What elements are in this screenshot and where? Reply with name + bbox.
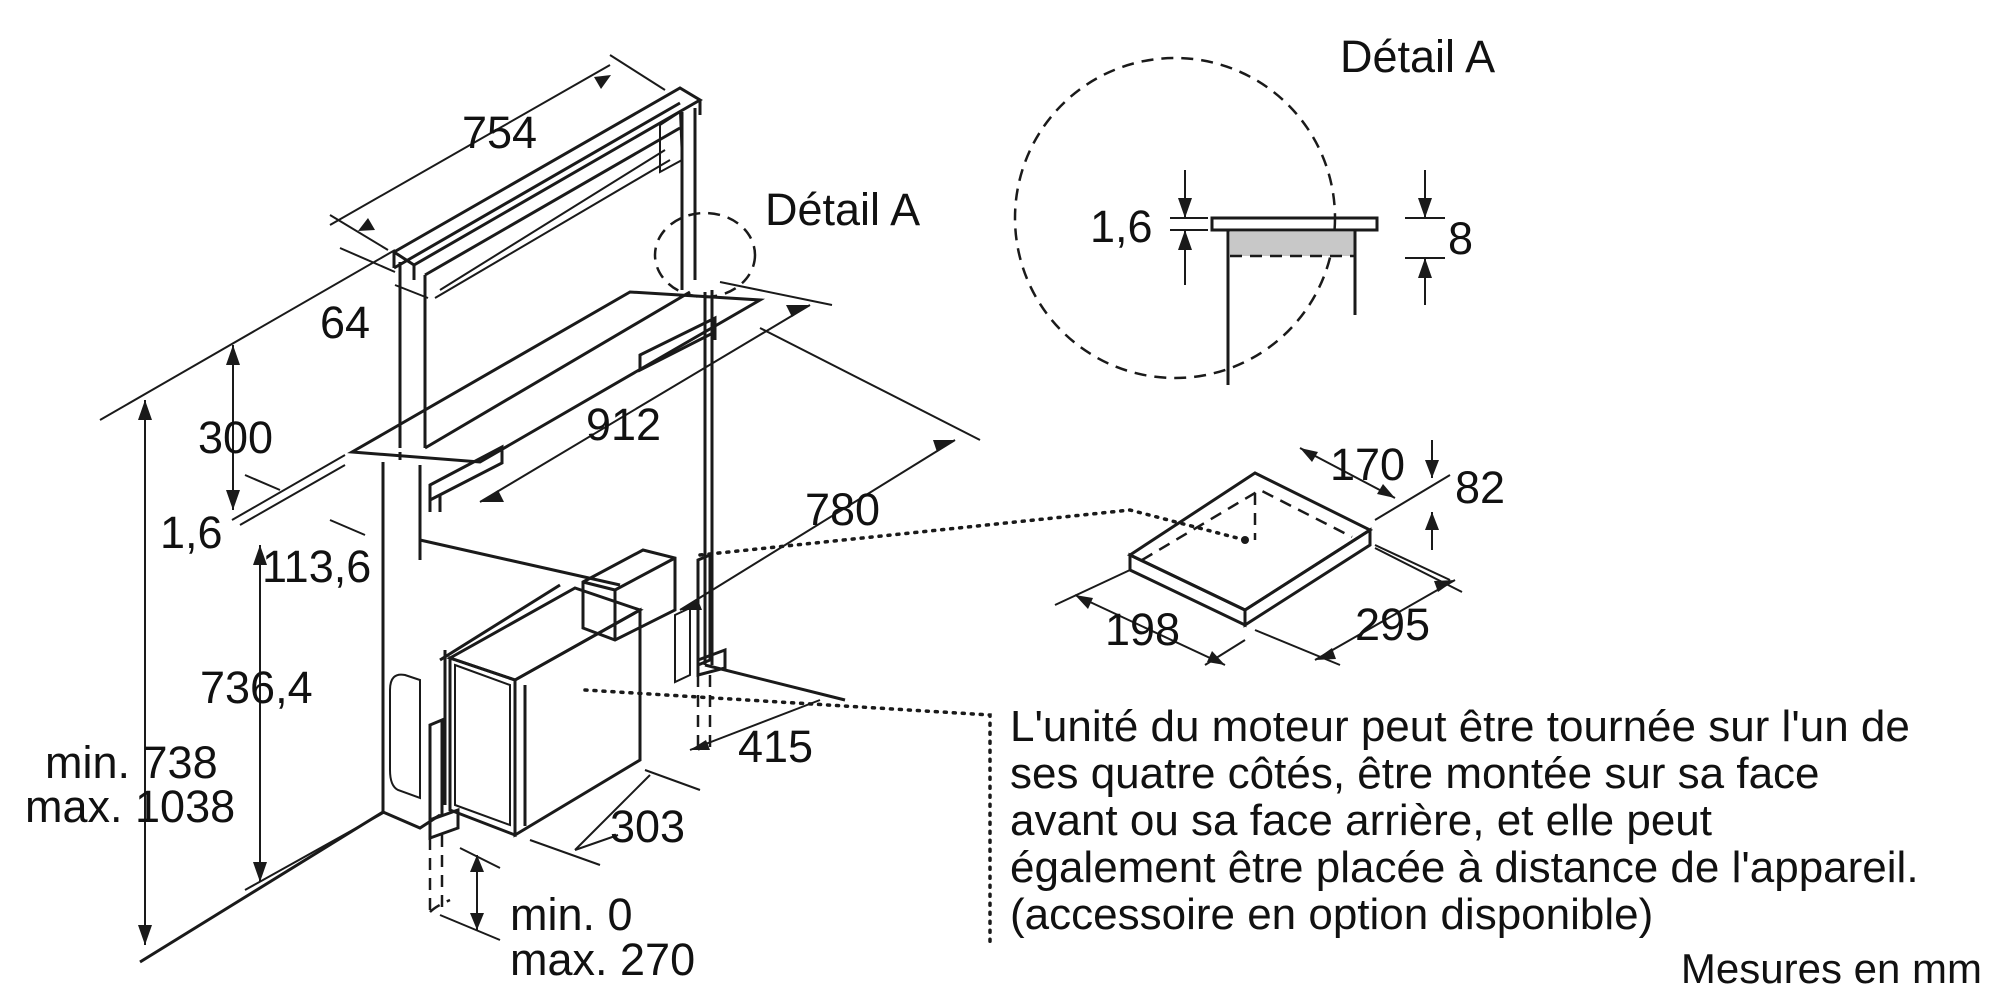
detail-dim-1-6: 1,6 bbox=[1090, 201, 1153, 252]
accessory-box bbox=[1054, 440, 1463, 666]
leader-lines bbox=[583, 508, 1247, 947]
dim-max-1038: max. 1038 bbox=[25, 781, 235, 832]
dim-754: 754 bbox=[462, 107, 537, 158]
dim-295: 295 bbox=[1355, 599, 1430, 650]
units-footer: Mesures en mm bbox=[1680, 945, 1982, 992]
dim-780: 780 bbox=[805, 484, 880, 535]
dim-max-270: max. 270 bbox=[510, 934, 695, 985]
mounting-brackets bbox=[428, 315, 727, 915]
dim-82: 82 bbox=[1455, 462, 1505, 513]
dim-198: 198 bbox=[1105, 604, 1180, 655]
detail-a-marker bbox=[653, 211, 757, 299]
note-line-3: avant ou sa face arrière, et elle peut bbox=[1010, 796, 1712, 845]
note-line-4: également être placée à distance de l'ap… bbox=[1010, 843, 1919, 892]
motor-unit-note: L'unité du moteur peut être tournée sur … bbox=[1010, 703, 1990, 938]
motor-unit bbox=[439, 548, 691, 838]
dim-303: 303 bbox=[610, 801, 685, 852]
detail-a-view bbox=[1013, 56, 1445, 385]
dim-170: 170 bbox=[1330, 439, 1405, 490]
dim-min-738: min. 738 bbox=[45, 737, 218, 788]
worktop bbox=[347, 290, 766, 464]
dim-min-0: min. 0 bbox=[510, 889, 633, 940]
dim-415: 415 bbox=[738, 721, 813, 772]
note-line-5: (accessoire en option disponible) bbox=[1010, 890, 1654, 939]
dim-113-6: 113,6 bbox=[262, 541, 371, 592]
hood-upper-body bbox=[391, 86, 703, 450]
dim-300: 300 bbox=[198, 412, 273, 463]
dimension-lines bbox=[99, 54, 981, 945]
detail-dim-8: 8 bbox=[1448, 213, 1473, 264]
detail-a-label-circle: Détail A bbox=[1340, 31, 1495, 82]
dim-912: 912 bbox=[586, 399, 661, 450]
dim-736-4: 736,4 bbox=[200, 662, 313, 713]
note-line-1: L'unité du moteur peut être tournée sur … bbox=[1010, 702, 1910, 751]
note-line-2: ses quatre côtés, être montée sur sa fac… bbox=[1010, 749, 1820, 798]
dim-64: 64 bbox=[320, 297, 370, 348]
detail-a-label-main: Détail A bbox=[765, 184, 920, 235]
dim-1-6: 1,6 bbox=[160, 507, 223, 558]
